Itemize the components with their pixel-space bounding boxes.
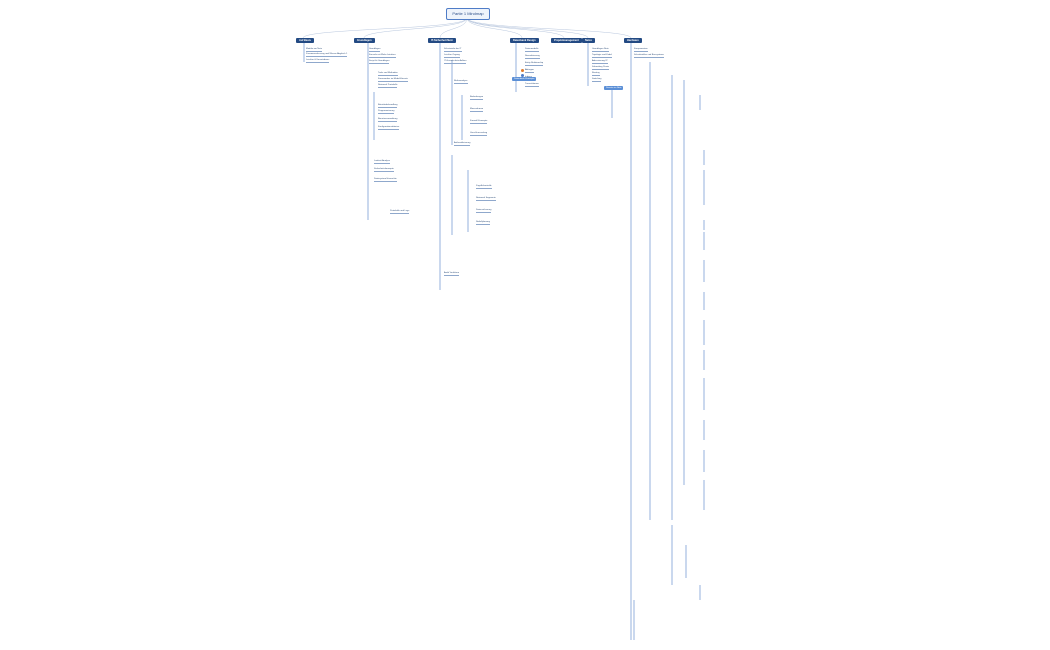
list-item[interactable]: Normalisierung — [525, 55, 540, 59]
list-item[interactable]: Topologie und Kabel — [592, 54, 612, 58]
list-item[interactable]: Kommandos im Modul-Einsatz — [378, 78, 408, 82]
list-item[interactable]: IT-Grundschutz Aufbau — [444, 60, 467, 64]
list-item[interactable]: Datensicherung — [476, 209, 492, 213]
list-item[interactable]: Transaktionen — [525, 83, 539, 87]
branch-grundlagen[interactable]: Grundlagen — [354, 38, 375, 43]
list-item[interactable]: Zusammenfassung und Wissen Abgleich 1 — [306, 53, 348, 57]
branch-netze[interactable]: Netze — [582, 38, 595, 43]
branch-projektmanagement[interactable]: Projektmanagement — [551, 38, 582, 43]
root-topic[interactable]: Partie 1 Mindmap — [446, 8, 490, 20]
list-item[interactable]: Betriebsbehandlung — [378, 104, 398, 108]
branch-datenbank[interactable]: Datenbank Design — [510, 38, 539, 43]
list-item[interactable]: Komponenten — [634, 48, 648, 52]
list-item[interactable]: Leichter & Umsetzbares — [306, 59, 330, 63]
list-item[interactable]: Routing — [592, 72, 600, 76]
list-item[interactable]: Konfigurationsdateien — [378, 126, 400, 130]
highlight-node[interactable]: Datenbank Konzepte — [512, 77, 537, 81]
list-item[interactable]: Programmierung — [378, 110, 395, 114]
list-item[interactable]: Leichter Zugang — [444, 54, 460, 58]
list-item[interactable]: Dateisystem Hierarchie — [374, 178, 397, 182]
list-item[interactable]: Audit Verfahren — [444, 272, 460, 276]
branch-hardware[interactable]: Hardware — [624, 38, 642, 43]
list-item[interactable]: Switching — [592, 78, 602, 82]
list-item[interactable]: Bedrohungen — [470, 96, 484, 100]
list-item[interactable]: Abfragen — [525, 69, 534, 73]
list-item[interactable]: Konsole mit Webs Interface — [369, 54, 396, 58]
list-item[interactable]: Risikoanalyse — [454, 80, 468, 84]
list-item[interactable]: Protokolle und Logs — [390, 210, 410, 214]
list-item[interactable]: Grundlagen Netz — [592, 48, 609, 52]
list-item[interactable]: Benutzerverwaltung — [378, 118, 398, 122]
list-item[interactable]: Entity Relationship — [525, 62, 544, 66]
list-item[interactable]: Authentifizierung — [454, 142, 471, 146]
list-item[interactable]: Subnetting Praxis — [592, 66, 610, 70]
list-item[interactable]: Script kit Grundlagen — [369, 60, 390, 64]
branch-it-sicherheit[interactable]: IT-Sicherheit Netz — [428, 38, 456, 43]
list-item[interactable]: Massnahmen — [470, 108, 484, 112]
list-item[interactable]: Adressierung IP — [592, 60, 608, 64]
list-item[interactable]: Netzwerk Segmente — [476, 197, 496, 201]
list-item[interactable]: Notfallplanung — [476, 221, 490, 225]
list-item[interactable]: Tools und Methoden — [378, 72, 398, 76]
list-item[interactable]: Firewall Konzepte — [470, 120, 488, 124]
list-item[interactable]: Schutzziele der IT — [444, 48, 462, 52]
priority-marker-icon — [521, 69, 524, 72]
branch-auf-basis[interactable]: Auf Basis — [296, 38, 314, 43]
list-item[interactable]: Netzwerk Protokolle — [378, 84, 398, 88]
list-item[interactable]: Verschluesselung — [470, 132, 488, 136]
info-marker-icon — [521, 74, 524, 77]
list-item[interactable]: Sicherheitskonzepte — [374, 168, 394, 172]
highlight-node[interactable]: Dienste im Netz — [604, 86, 624, 90]
list-item[interactable]: Datenmodelle — [525, 48, 539, 52]
list-item[interactable]: Module am Nutz — [306, 48, 322, 52]
list-item[interactable]: Zugriffskontrolle — [476, 185, 492, 189]
list-item[interactable]: Grundlagen — [369, 48, 381, 52]
list-item[interactable]: Laufzeit Analyse — [374, 160, 390, 164]
list-item[interactable]: Schnittstellen und Bussysteme — [634, 54, 664, 58]
